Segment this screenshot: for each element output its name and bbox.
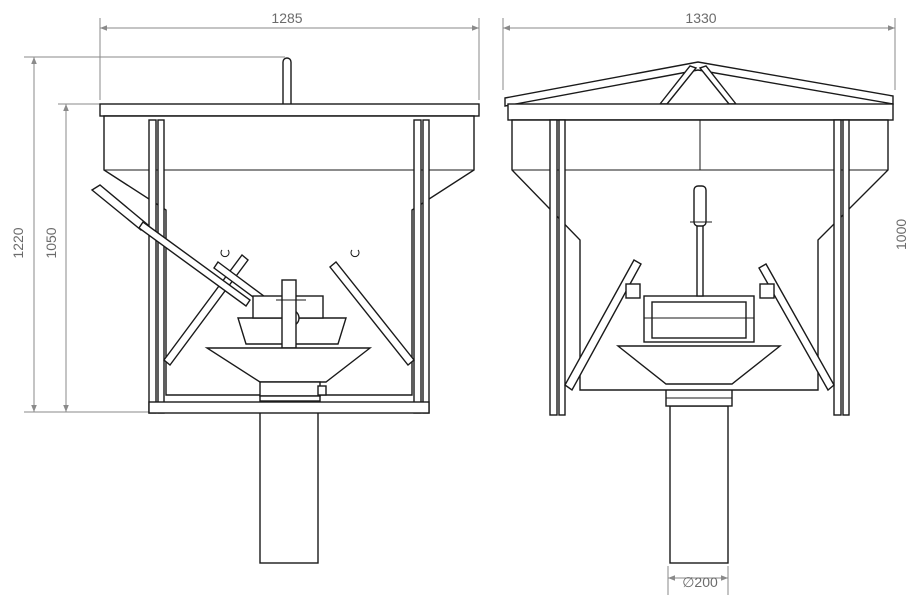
diameter-symbol: ∅ bbox=[682, 574, 694, 590]
dimension-lines bbox=[24, 18, 896, 595]
diameter-value: 200 bbox=[694, 574, 718, 590]
dim-right-width: 1330 bbox=[685, 10, 716, 26]
dim-left-width: 1285 bbox=[271, 10, 302, 26]
left-view bbox=[90, 57, 480, 564]
right-view bbox=[504, 61, 894, 564]
dim-hopper-height: 1050 bbox=[43, 227, 59, 258]
dim-outlet-diameter: ∅200 bbox=[682, 574, 718, 590]
dim-right-height-partial: 1000 bbox=[893, 219, 907, 250]
dim-total-height: 1220 bbox=[10, 227, 26, 258]
